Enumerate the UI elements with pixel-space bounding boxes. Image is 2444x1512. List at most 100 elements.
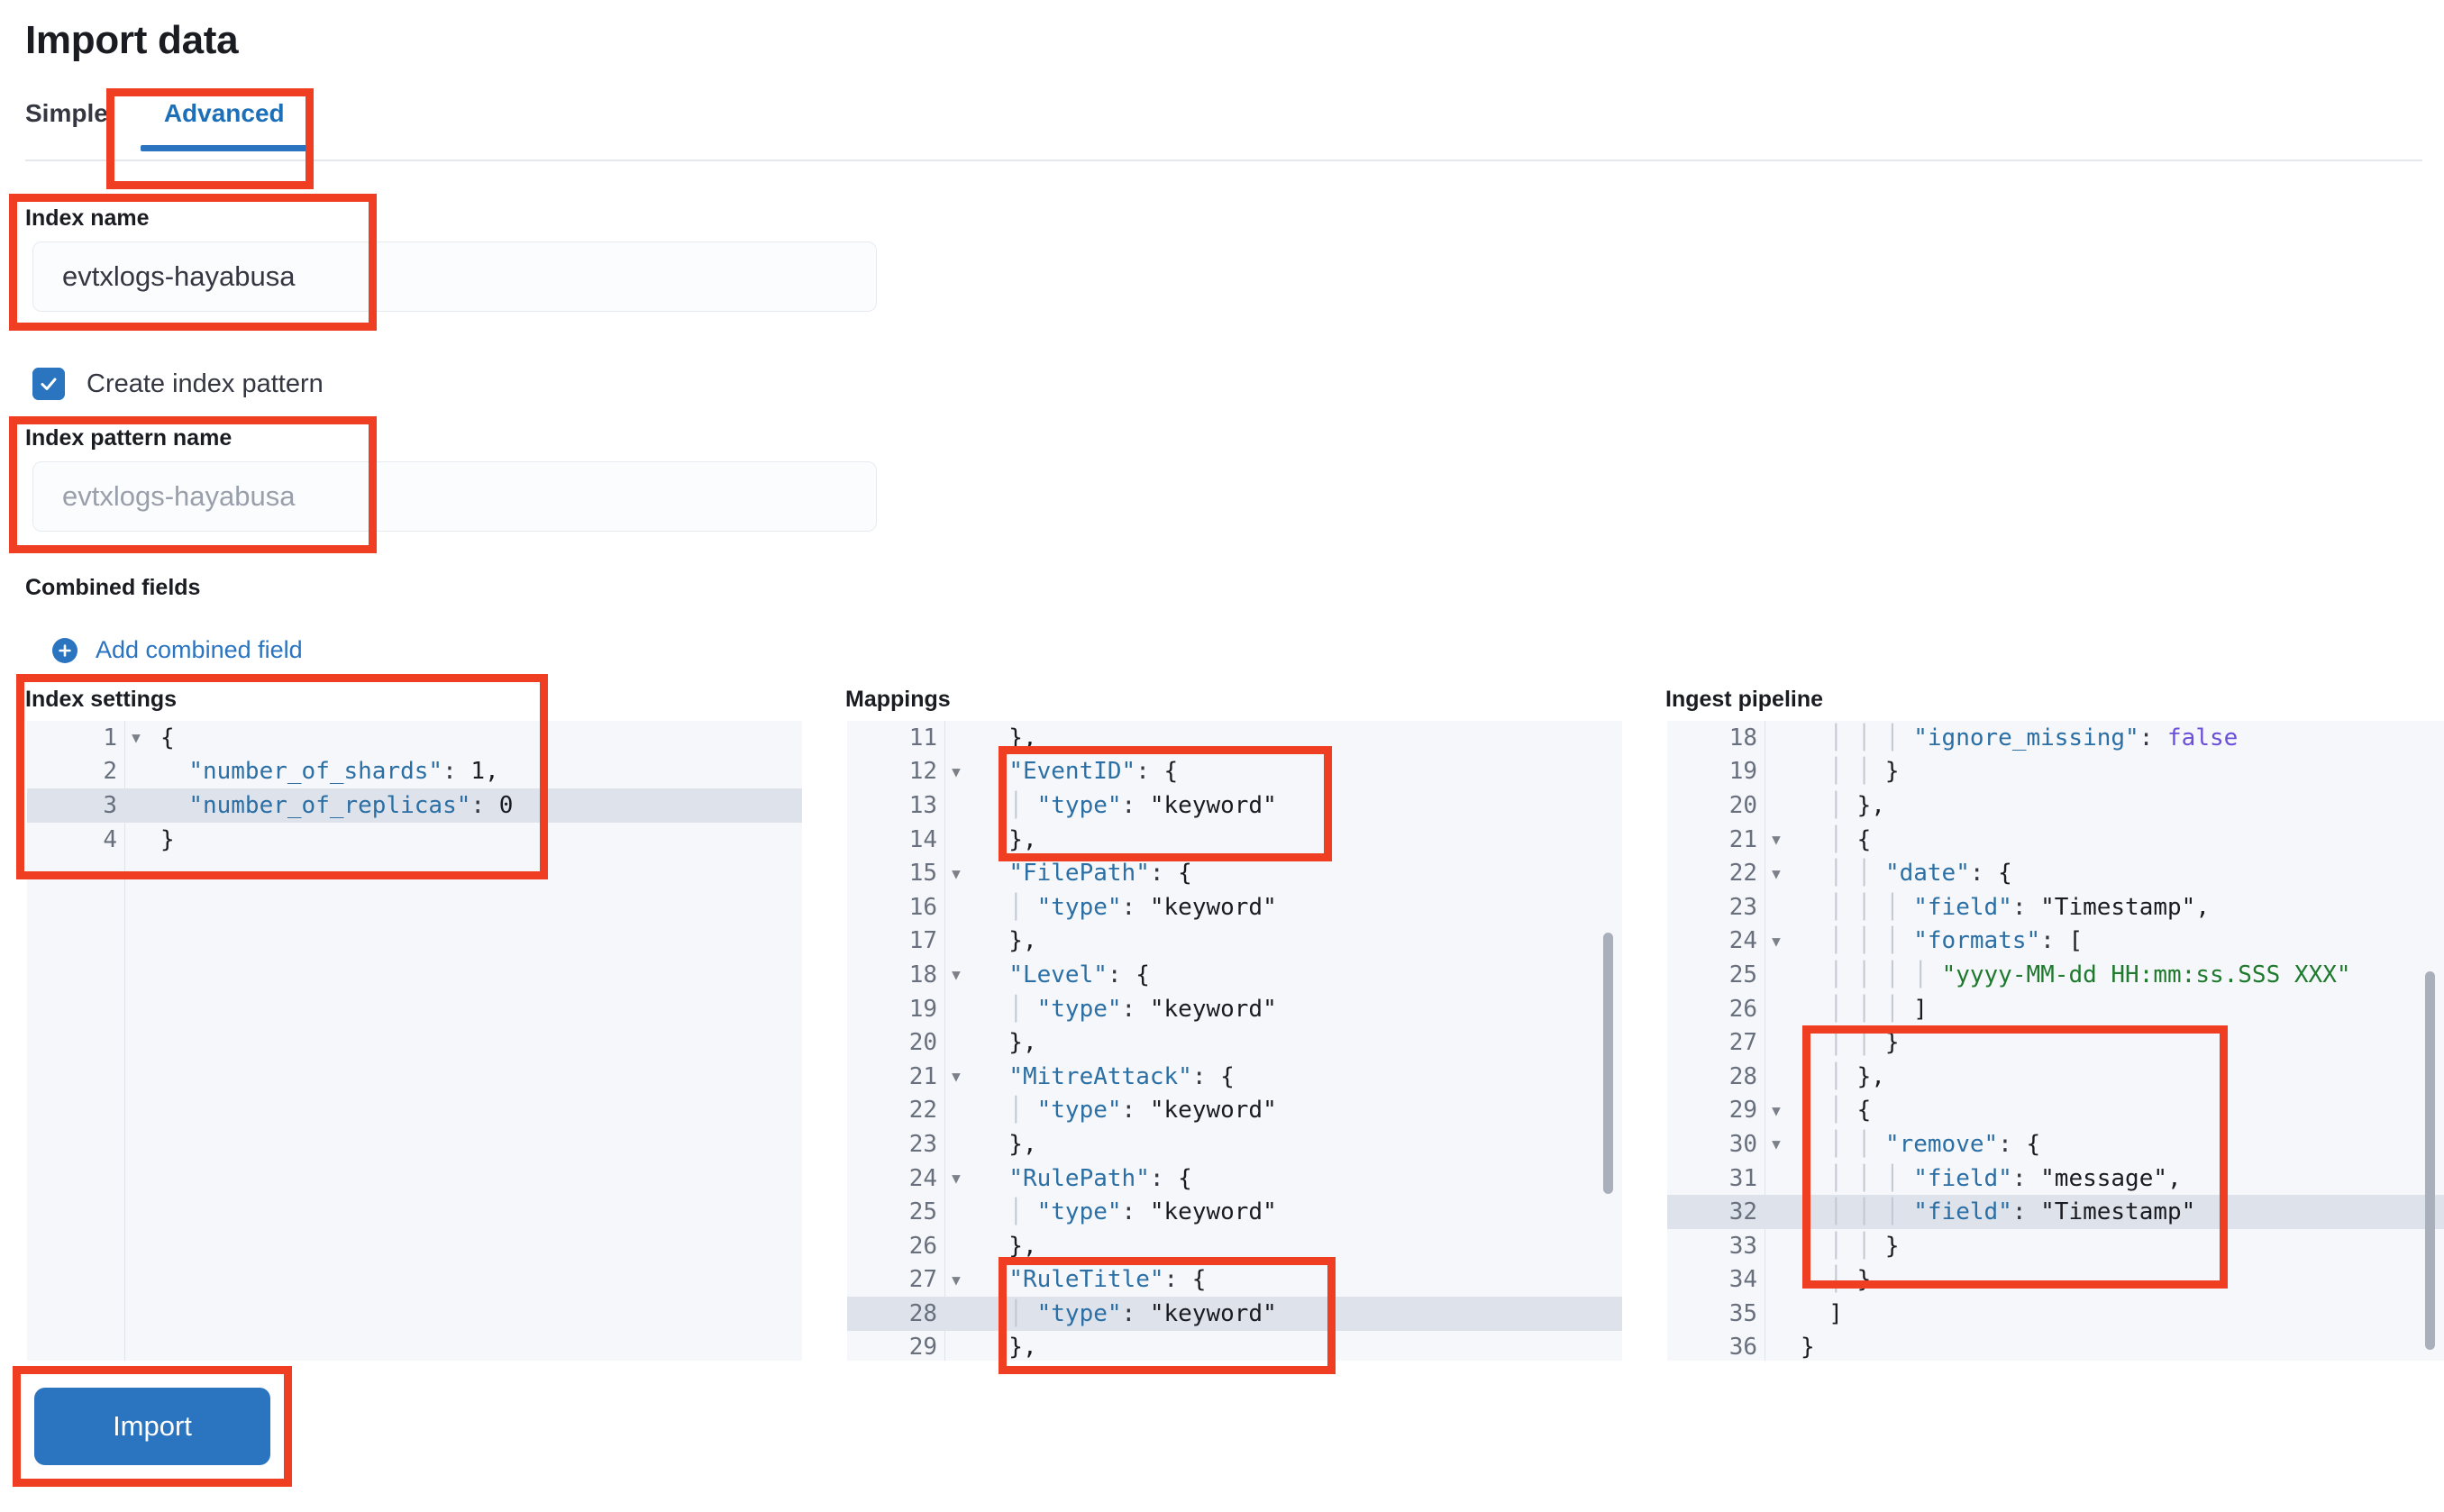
code-line[interactable]: 12▼ "EventID": { — [847, 754, 1622, 789]
line-number: 18 — [1667, 721, 1765, 755]
code-line[interactable]: 26 │ │ │ ] — [1667, 991, 2444, 1026]
import-button[interactable]: Import — [34, 1388, 270, 1465]
code-line[interactable]: 19 │ │ } — [1667, 754, 2444, 789]
index-pattern-name-input[interactable]: evtxlogs-hayabusa — [32, 461, 877, 532]
ingest-pipeline-scrollbar[interactable] — [2425, 971, 2435, 1350]
line-number: 25 — [847, 1195, 944, 1229]
code-line[interactable]: 28 │ "type": "keyword" — [847, 1297, 1622, 1331]
code-text: │ }, — [1828, 1062, 1885, 1090]
code-text: }, — [980, 1232, 1037, 1260]
line-number: 13 — [847, 788, 944, 823]
code-text: │ │ "date": { — [1828, 860, 2012, 888]
code-line[interactable]: 29 }, — [847, 1330, 1622, 1361]
code-text: "MitreAttack": { — [1008, 1062, 1235, 1090]
fold-arrow-icon[interactable]: ▼ — [132, 729, 141, 747]
index-name-label: Index name — [25, 205, 150, 231]
code-line[interactable]: 34 │ } — [1667, 1262, 2444, 1298]
fold-arrow-icon[interactable]: ▼ — [1772, 932, 1781, 950]
code-line[interactable]: 1▼{ — [27, 721, 802, 755]
line-number: 19 — [847, 991, 944, 1026]
fold-arrow-icon[interactable]: ▼ — [952, 966, 961, 984]
line-number: 2 — [27, 754, 124, 789]
fold-arrow-icon[interactable]: ▼ — [952, 1170, 961, 1188]
code-line[interactable]: 3 "number_of_replicas": 0 — [27, 788, 802, 823]
code-line[interactable]: 2 "number_of_shards": 1, — [27, 754, 802, 789]
code-line[interactable]: 20 │ }, — [1667, 788, 2444, 823]
code-line[interactable]: 27 │ │ } — [1667, 1025, 2444, 1060]
code-line[interactable]: 29▼ │ { — [1667, 1093, 2444, 1128]
code-line[interactable]: 32 │ │ │ "field": "Timestamp" — [1667, 1195, 2444, 1229]
code-text: │ "type": "keyword" — [1008, 1198, 1277, 1226]
code-line[interactable]: 31 │ │ │ "field": "message", — [1667, 1161, 2444, 1196]
line-number: 19 — [1667, 754, 1765, 789]
line-number: 20 — [1667, 788, 1765, 823]
create-index-pattern-row[interactable]: Create index pattern — [32, 368, 324, 400]
index-name-input[interactable]: evtxlogs-hayabusa — [32, 241, 877, 312]
line-number: 23 — [1667, 889, 1765, 925]
code-line[interactable]: 11 }, — [847, 721, 1622, 755]
line-number: 24 — [1667, 924, 1765, 959]
line-number: 15 — [847, 856, 944, 890]
code-line[interactable]: 4} — [27, 822, 802, 857]
code-text: │ }, — [1828, 791, 1885, 819]
fold-arrow-icon[interactable]: ▼ — [1772, 1135, 1781, 1153]
code-line[interactable]: 25 │ │ │ │ "yyyy-MM-dd HH:mm:ss.SSS XXX" — [1667, 958, 2444, 992]
line-number: 29 — [847, 1330, 944, 1361]
code-line[interactable]: 35 ] — [1667, 1297, 2444, 1331]
line-number: 29 — [1667, 1093, 1765, 1128]
code-text: │ │ │ │ "yyyy-MM-dd HH:mm:ss.SSS XXX" — [1828, 961, 2351, 988]
code-text: } — [160, 825, 175, 853]
code-line[interactable]: 20 }, — [847, 1025, 1622, 1060]
code-text: }, — [980, 825, 1037, 853]
code-line[interactable]: 21▼ "MitreAttack": { — [847, 1059, 1622, 1094]
plus-circle-icon — [52, 637, 78, 663]
code-line[interactable]: 18 │ │ │ "ignore_missing": false — [1667, 721, 2444, 755]
code-line[interactable]: 24▼ │ │ │ "formats": [ — [1667, 924, 2444, 959]
line-number: 28 — [847, 1297, 944, 1331]
mappings-scrollbar[interactable] — [1603, 933, 1613, 1194]
line-number: 14 — [847, 822, 944, 857]
code-line[interactable]: 17 }, — [847, 924, 1622, 959]
code-line[interactable]: 25 │ "type": "keyword" — [847, 1195, 1622, 1229]
code-line[interactable]: 36} — [1667, 1330, 2444, 1361]
fold-arrow-icon[interactable]: ▼ — [952, 1068, 961, 1086]
create-index-pattern-label: Create index pattern — [87, 369, 324, 398]
line-number: 24 — [847, 1161, 944, 1196]
code-line[interactable]: 22▼ │ │ "date": { — [1667, 856, 2444, 890]
tab-bar: Simple Advanced — [25, 99, 314, 151]
code-line[interactable]: 23 }, — [847, 1127, 1622, 1161]
code-line[interactable]: 14 }, — [847, 822, 1622, 857]
code-line[interactable]: 23 │ │ │ "field": "Timestamp", — [1667, 889, 2444, 925]
code-line[interactable]: 22 │ "type": "keyword" — [847, 1093, 1622, 1128]
fold-arrow-icon[interactable]: ▼ — [952, 1271, 961, 1289]
fold-arrow-icon[interactable]: ▼ — [1772, 831, 1781, 849]
tab-advanced[interactable]: Advanced — [135, 99, 314, 151]
line-number: 23 — [847, 1127, 944, 1161]
code-line[interactable]: 30▼ │ │ "remove": { — [1667, 1127, 2444, 1161]
code-line[interactable]: 28 │ }, — [1667, 1059, 2444, 1094]
code-line[interactable]: 27▼ "RuleTitle": { — [847, 1262, 1622, 1298]
code-line[interactable]: 16 │ "type": "keyword" — [847, 889, 1622, 925]
code-line[interactable]: 15▼ "FilePath": { — [847, 856, 1622, 890]
combined-fields-label: Combined fields — [25, 575, 201, 600]
checkbox-checked-icon[interactable] — [32, 368, 65, 400]
code-text: "number_of_shards": 1, — [188, 758, 499, 786]
add-combined-field-button[interactable]: Add combined field — [52, 636, 303, 664]
code-line[interactable]: 19 │ "type": "keyword" — [847, 991, 1622, 1026]
code-line[interactable]: 24▼ "RulePath": { — [847, 1161, 1622, 1196]
index-settings-editor[interactable]: 1▼{2 "number_of_shards": 1,3 "number_of_… — [27, 721, 802, 1361]
code-line[interactable]: 21▼ │ { — [1667, 822, 2444, 857]
fold-arrow-icon[interactable]: ▼ — [952, 762, 961, 780]
code-line[interactable]: 13 │ "type": "keyword" — [847, 788, 1622, 823]
fold-arrow-icon[interactable]: ▼ — [1772, 864, 1781, 882]
code-line[interactable]: 26 }, — [847, 1228, 1622, 1263]
tab-simple[interactable]: Simple — [25, 99, 135, 151]
code-line[interactable]: 18▼ "Level": { — [847, 958, 1622, 992]
fold-arrow-icon[interactable]: ▼ — [952, 864, 961, 882]
code-text: } — [1801, 1334, 1815, 1361]
fold-arrow-icon[interactable]: ▼ — [1772, 1101, 1781, 1119]
mappings-editor[interactable]: 11 },12▼ "EventID": {13 │ "type": "keywo… — [847, 721, 1622, 1361]
ingest-pipeline-title: Ingest pipeline — [1665, 687, 1824, 712]
code-line[interactable]: 33 │ │ } — [1667, 1228, 2444, 1263]
